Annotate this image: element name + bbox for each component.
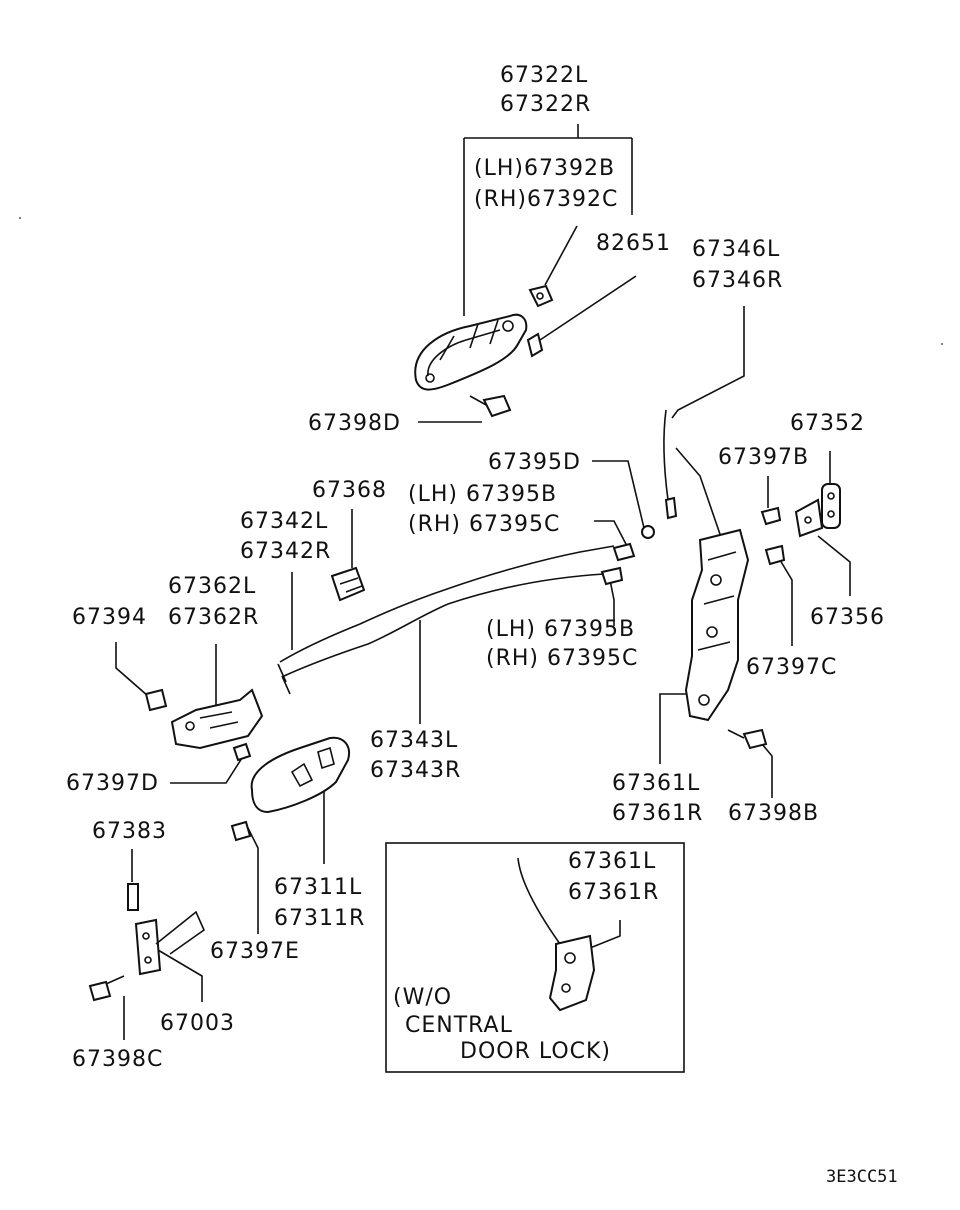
label-67397e: 67397E [210, 939, 300, 964]
label-67397b: 67397B [718, 445, 809, 470]
inside-handle-bracket [170, 688, 264, 750]
label-67342r: 67342R [240, 539, 331, 564]
label-inset-67361l: 67361L [568, 849, 656, 874]
screw-67397e [230, 820, 252, 842]
bolt-67398b [727, 728, 768, 750]
label-67361r: 67361R [612, 801, 703, 826]
door-check-67003 [134, 910, 205, 976]
bellcrank-67368 [330, 566, 366, 602]
label-67003: 67003 [160, 1011, 235, 1036]
label-67362l: 67362L [168, 574, 256, 599]
label-67322l: 67322L [500, 63, 588, 88]
label-67398b: 67398B [728, 801, 819, 826]
pin-67383 [127, 883, 139, 911]
label-67395b-top: (LH) 67395B [408, 482, 557, 507]
diagram-code: 3E3CC51 [826, 1167, 898, 1187]
screw-67397c [764, 544, 786, 566]
scan-dot [941, 343, 943, 345]
label-67368: 67368 [312, 478, 387, 503]
label-67397d: 67397D [66, 771, 159, 796]
rods [277, 545, 615, 695]
label-67346r: 67346R [692, 268, 783, 293]
label-wo-line3: DOOR LOCK) [460, 1039, 611, 1064]
label-67343l: 67343L [370, 728, 458, 753]
label-67342l: 67342L [240, 509, 328, 534]
screw-67397d [232, 742, 252, 762]
label-67311r: 67311R [274, 906, 365, 931]
label-67398d: 67398D [308, 411, 401, 436]
clip-67395d [641, 525, 655, 539]
escutcheon-67311 [250, 736, 350, 814]
shim-67356 [794, 498, 824, 538]
handle-clip [528, 284, 554, 308]
inset-box [385, 842, 685, 1073]
door-lock-67361 [684, 528, 750, 722]
clip-67394 [144, 688, 168, 712]
label-67392b: (LH)67392B [474, 156, 615, 181]
bolt-67398d [469, 394, 512, 418]
label-67395d: 67395D [488, 450, 581, 475]
clip-67395b-top [612, 542, 636, 562]
label-wo-line2: CENTRAL [405, 1013, 513, 1038]
label-67394: 67394 [72, 605, 147, 630]
label-67352: 67352 [790, 411, 865, 436]
label-82651: 82651 [596, 231, 671, 256]
label-67397c: 67397C [746, 655, 837, 680]
striker-67352 [821, 483, 841, 529]
label-67322r: 67322R [500, 92, 591, 117]
bolt-67398c [88, 975, 125, 1002]
outside-handle [414, 313, 528, 391]
label-67311l: 67311L [274, 875, 362, 900]
label-67346l: 67346L [692, 237, 780, 262]
label-67392c: (RH)67392C [474, 187, 618, 212]
label-67395c-mid: (RH) 67395C [486, 646, 638, 671]
rod-67346 [663, 409, 723, 541]
scan-dot [19, 217, 21, 219]
label-67398c: 67398C [72, 1047, 163, 1072]
label-wo-line1: (W/O [393, 985, 452, 1010]
label-inset-67361r: 67361R [568, 880, 659, 905]
label-67361l: 67361L [612, 771, 700, 796]
clip-67395b-mid [600, 566, 624, 586]
leader-lines [115, 124, 851, 1040]
label-67343r: 67343R [370, 758, 461, 783]
label-67356: 67356 [810, 605, 885, 630]
label-67362r: 67362R [168, 605, 259, 630]
handle-pad [526, 332, 544, 358]
label-67395c-top: (RH) 67395C [408, 512, 560, 537]
label-67395b-mid: (LH) 67395B [486, 617, 635, 642]
screw-67397b [760, 506, 782, 526]
label-67383: 67383 [92, 819, 167, 844]
